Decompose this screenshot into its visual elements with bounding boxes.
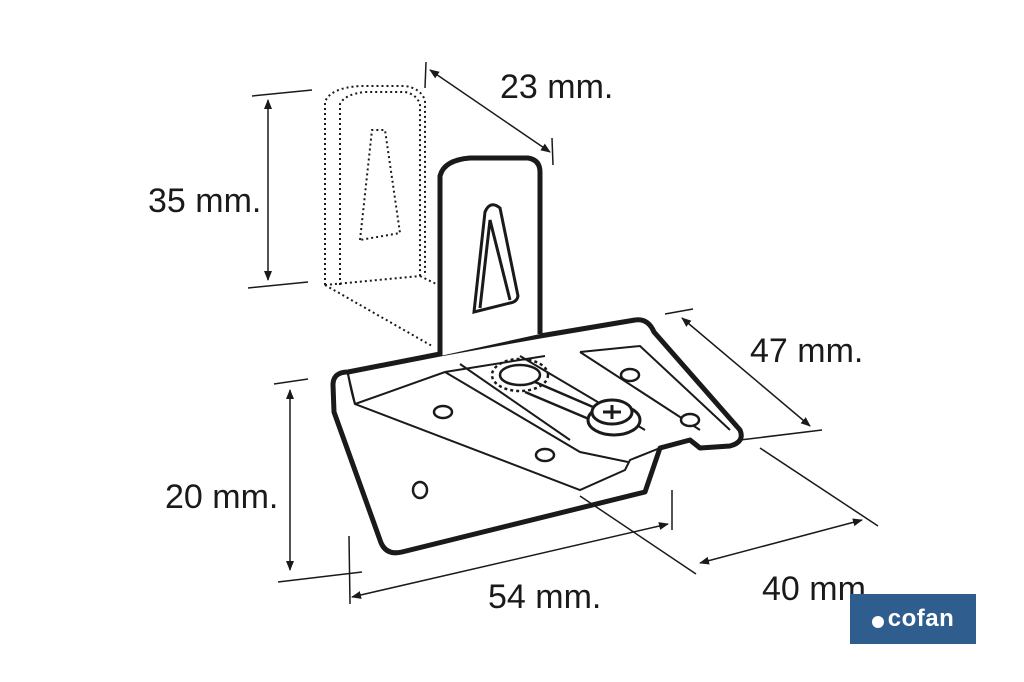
dim-label-47: 47 mm. [750, 332, 863, 370]
hole [619, 367, 641, 383]
dim-label-35: 35 mm. [148, 182, 261, 220]
dim-label-20: 20 mm. [165, 478, 278, 516]
bracket-inner-lines [347, 344, 731, 492]
adjustment-slot [490, 357, 601, 424]
hole [432, 404, 454, 420]
dimension-lines [247, 61, 879, 605]
dim-label-23: 23 mm. [500, 68, 613, 106]
brand-logo: cofan [850, 594, 976, 644]
hole [534, 447, 556, 463]
brand-name: cofan [887, 605, 955, 632]
hole [679, 412, 701, 428]
tab-slot [472, 203, 520, 314]
screw [586, 398, 642, 437]
hole [411, 480, 429, 500]
logo-dot-icon [871, 616, 884, 628]
bracket-base [330, 317, 744, 556]
dim-label-54: 54 mm. [488, 578, 601, 616]
